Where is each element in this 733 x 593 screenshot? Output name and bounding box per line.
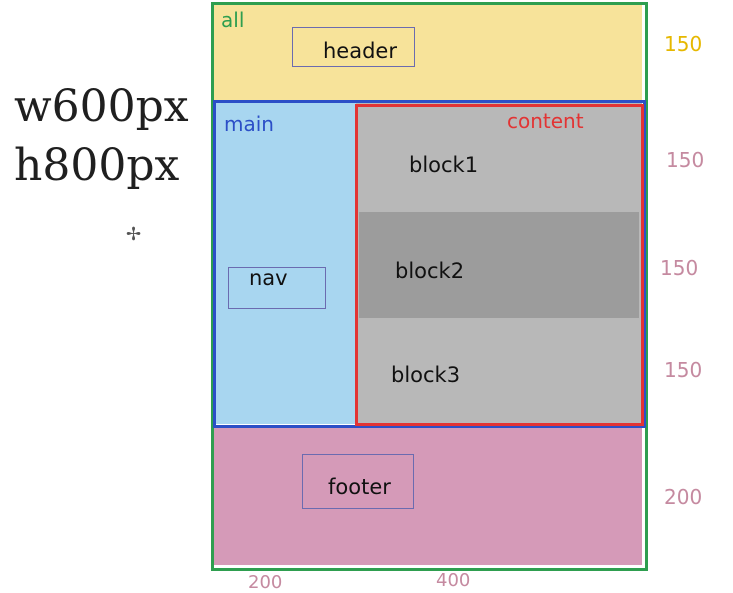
block3-label: block3	[391, 363, 461, 387]
height-label-block3: 150	[664, 358, 703, 382]
content-border	[355, 104, 644, 426]
height-label-header: 150	[664, 32, 703, 56]
width-label-main: 200	[248, 572, 283, 593]
main-label: main	[224, 112, 274, 136]
block2-label: block2	[395, 259, 465, 283]
main-border	[213, 100, 646, 428]
block1-label: block1	[409, 153, 479, 177]
width-label-content: 400	[436, 570, 471, 591]
footer-region	[214, 426, 642, 565]
height-label-block1: 150	[666, 148, 705, 172]
header-label-box	[292, 27, 415, 67]
header-region	[214, 5, 642, 102]
block2-region	[359, 212, 639, 318]
content-label: content	[507, 109, 584, 133]
all-label: all	[221, 8, 245, 32]
main-region	[214, 102, 356, 424]
height-annotation: h800px	[14, 140, 180, 191]
height-label-block2: 150	[660, 256, 699, 280]
width-annotation: w600px	[14, 81, 189, 132]
header-label: header	[323, 39, 397, 63]
height-label-footer: 200	[664, 485, 703, 509]
footer-label: footer	[328, 475, 391, 499]
crosshair-cursor-icon: ✢	[126, 224, 142, 245]
nav-label: nav	[249, 266, 288, 290]
nav-label-box	[228, 267, 326, 309]
footer-label-box	[302, 454, 414, 509]
